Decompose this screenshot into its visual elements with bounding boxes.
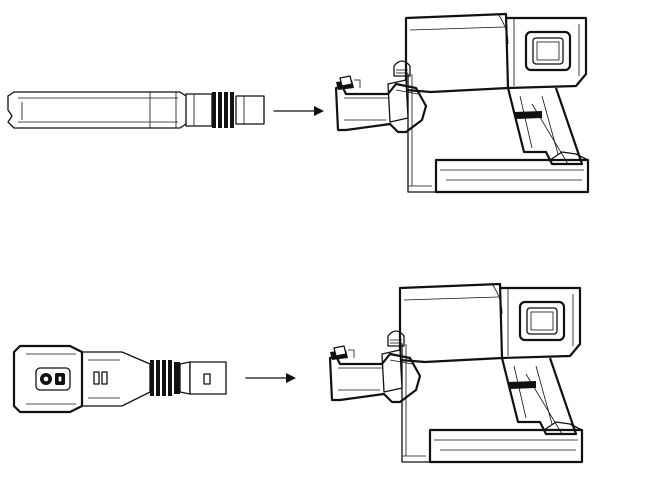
handheld-vacuum (334, 12, 590, 194)
right-arrow-icon (245, 372, 297, 384)
right-arrow-icon (273, 105, 325, 117)
crevice-tool (7, 91, 265, 129)
handheld-vacuum (328, 282, 584, 464)
brush-tool (12, 344, 227, 414)
